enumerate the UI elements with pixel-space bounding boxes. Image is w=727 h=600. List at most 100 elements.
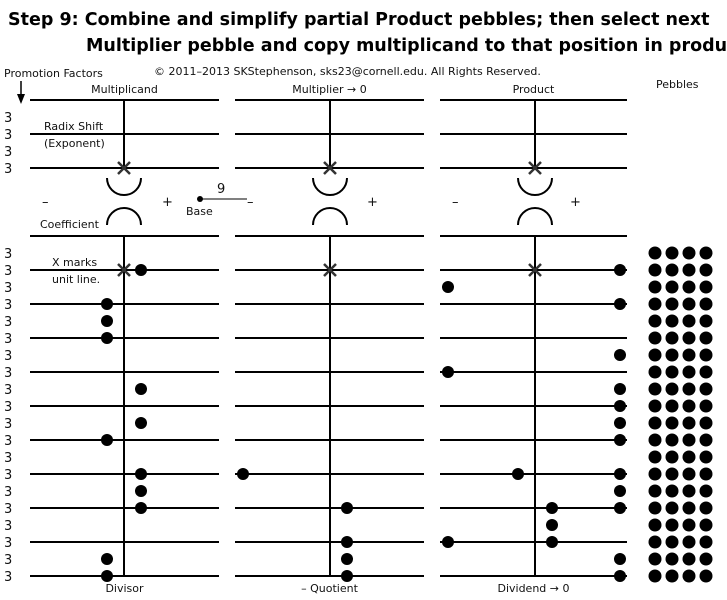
unit-line-label: unit line.: [52, 273, 100, 286]
supply-pebble: [699, 552, 713, 566]
supply-pebble: [682, 467, 696, 481]
panel-top-label: Multiplicand: [91, 83, 158, 96]
promotion-factor: 3: [4, 570, 12, 585]
supply-pebble: [665, 246, 679, 260]
supply-pebble: [665, 280, 679, 294]
supply-pebble: [648, 314, 662, 328]
pebble: [614, 570, 626, 582]
copyright-text: © 2011–2013 SKStephenson, sks23@cornell.…: [154, 65, 541, 78]
arrow-down-icon: [17, 81, 25, 104]
supply-pebble: [665, 467, 679, 481]
pebble: [614, 502, 626, 514]
supply-pebble: [699, 348, 713, 362]
supply-pebble: [682, 416, 696, 430]
promotion-factor: 3: [4, 298, 12, 313]
unit-x-mark-icon: [323, 161, 337, 175]
supply-pebble: [699, 331, 713, 345]
supply-pebble: [682, 450, 696, 464]
supply-pebble: [648, 365, 662, 379]
supply-pebble: [682, 246, 696, 260]
supply-pebble: [699, 484, 713, 498]
supply-pebble: [648, 297, 662, 311]
pebble: [442, 281, 454, 293]
promotion-factor: 3: [4, 519, 12, 534]
supply-pebble: [682, 399, 696, 413]
supply-pebble: [665, 501, 679, 515]
promotion-factor: 3: [4, 468, 12, 483]
supply-pebble: [682, 297, 696, 311]
radix-shift-label: Radix Shift: [44, 120, 104, 133]
pebble: [101, 434, 113, 446]
supply-pebble: [682, 501, 696, 515]
supply-pebble: [699, 433, 713, 447]
plus-sign: +: [367, 195, 378, 210]
supply-pebble: [699, 263, 713, 277]
pebble: [614, 417, 626, 429]
supply-pebble: [699, 569, 713, 583]
supply-pebble: [648, 246, 662, 260]
supply-pebble: [665, 569, 679, 583]
promotion-factor: 3: [4, 383, 12, 398]
panel-top-label: Multiplier → 0: [292, 83, 366, 96]
unit-x-mark-icon: [528, 161, 542, 175]
base-value: 9: [217, 182, 225, 197]
plus-sign: +: [162, 195, 173, 210]
minus-sign: –: [42, 195, 49, 210]
cup-up-icon: [312, 177, 348, 196]
pebble: [101, 315, 113, 327]
unit-x-mark-icon: [117, 161, 131, 175]
pebble: [546, 519, 558, 531]
supply-pebble: [682, 331, 696, 345]
supply-pebble: [665, 484, 679, 498]
supply-pebble: [699, 535, 713, 549]
cup-down-icon: [106, 207, 142, 226]
promotion-factor: 3: [4, 451, 12, 466]
supply-pebble: [648, 552, 662, 566]
supply-pebble: [699, 314, 713, 328]
pebble: [614, 485, 626, 497]
supply-pebble: [699, 297, 713, 311]
supply-pebble: [699, 280, 713, 294]
promotion-factor: 3: [4, 417, 12, 432]
pebble: [341, 553, 353, 565]
promotion-factors-label: Promotion Factors: [4, 67, 103, 80]
supply-pebble: [648, 518, 662, 532]
promotion-factor: 3: [4, 366, 12, 381]
supply-pebble: [699, 399, 713, 413]
coefficient-label: Coefficient: [40, 218, 100, 231]
cup-down-icon: [517, 207, 553, 226]
supply-pebble: [648, 348, 662, 362]
promotion-factor: 3: [4, 281, 12, 296]
pebble: [546, 536, 558, 548]
minus-sign: –: [247, 195, 254, 210]
supply-pebble: [682, 518, 696, 532]
supply-pebble: [665, 552, 679, 566]
pebble: [101, 298, 113, 310]
supply-pebble: [648, 467, 662, 481]
supply-pebble: [648, 569, 662, 583]
base-indicator: 9 Base: [186, 182, 247, 218]
supply-pebble: [665, 535, 679, 549]
pebble: [341, 502, 353, 514]
pebble: [512, 468, 524, 480]
pebble: [442, 366, 454, 378]
supply-pebble: [665, 518, 679, 532]
supply-pebble: [648, 433, 662, 447]
pebble: [614, 264, 626, 276]
supply-pebble: [665, 399, 679, 413]
supply-pebble: [665, 433, 679, 447]
exponent-label: (Exponent): [44, 137, 105, 150]
supply-pebble: [648, 416, 662, 430]
plus-sign: +: [570, 195, 581, 210]
supply-pebble: [665, 365, 679, 379]
pebble: [135, 264, 147, 276]
supply-pebble: [665, 348, 679, 362]
pebble: [135, 417, 147, 429]
supply-pebble: [648, 382, 662, 396]
supply-pebble: [648, 399, 662, 413]
pebble: [101, 332, 113, 344]
supply-pebble: [665, 331, 679, 345]
supply-pebble: [665, 297, 679, 311]
supply-pebble: [665, 314, 679, 328]
promotion-factor: 3: [4, 553, 12, 568]
